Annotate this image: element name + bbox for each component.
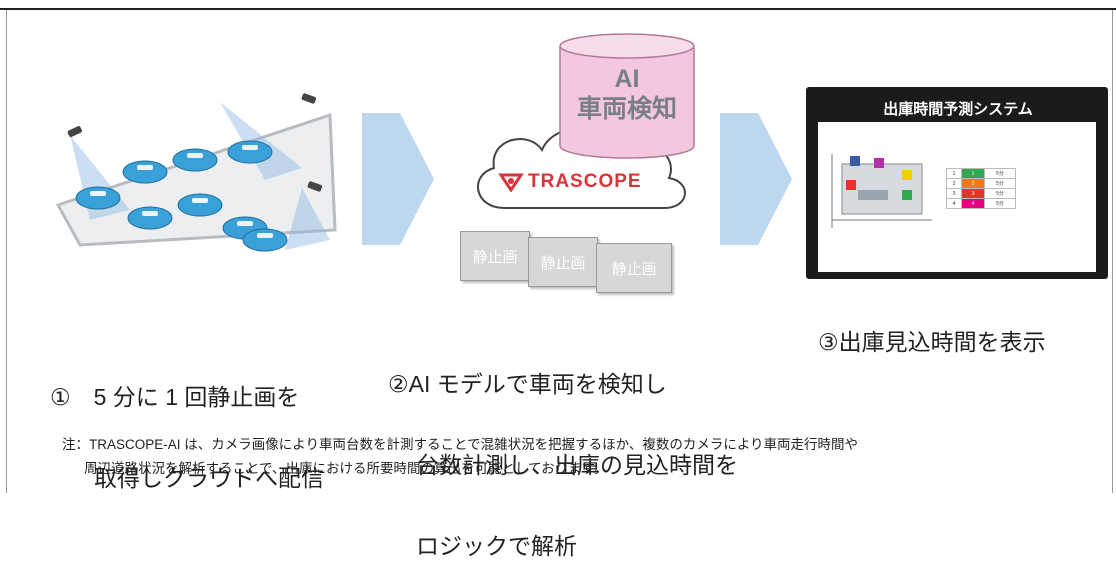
still-image-3: 静止画 [596,243,672,293]
step1-label: ① 5 分に 1 回静止画を 取得しクラウドへ配信 [50,330,324,519]
arrow-2 [720,113,792,245]
camera-icons [67,93,323,192]
step2-line2: 台数計測し、出庫の見込時間を [416,452,738,478]
row-level: 2 [971,180,975,187]
left-rule [6,10,7,493]
row-number: 4 [952,200,956,207]
table-row: 3 3 5分 [946,188,1016,199]
step1-line1: ① 5 分に 1 回静止画を [50,384,300,410]
row-time: 5分 [996,171,1004,177]
row-level: 1 [971,170,975,177]
database-label: AI 車両検知 [558,64,696,124]
parking-lot-illustration [55,93,337,252]
monitor-title: 出庫時間予測システム [822,98,1094,122]
step2-line3: ロジックで解析 [416,533,577,559]
row-time: 5分 [996,201,1004,207]
arrow-1 [362,113,434,245]
row-number: 1 [952,170,956,177]
step2-line1: ②AI モデルで車両を検知し [388,371,667,397]
car-windows [90,145,273,238]
note-line1: 注：TRASCOPE-AI は、カメラ画像により車両台数を計測することで混雑状況… [62,437,859,452]
still-image-1: 静止画 [460,231,530,281]
top-rule [0,8,1116,10]
wait-time-table: 1 1 5分 2 2 5分 3 3 5分 4 4 5分 [946,168,1016,209]
step1-line2: 取得しクラウドへ配信 [94,465,324,491]
table-row: 1 1 5分 [946,168,1016,179]
step3-label: ③出庫見込時間を表示 [818,329,1046,355]
trascope-logo: TRASCOPE [498,171,642,193]
row-number: 2 [952,180,956,187]
trascope-logo-text: TRASCOPE [528,171,642,192]
row-time: 5分 [996,181,1004,187]
row-level: 4 [971,200,975,207]
table-row: 4 4 5分 [946,198,1016,209]
car-icons [75,140,288,252]
trascope-logo-icon [498,173,524,192]
row-level: 3 [971,190,975,197]
database-icon [559,33,695,159]
row-number: 3 [952,190,956,197]
row-time: 5分 [996,191,1004,197]
parking-map [831,154,932,228]
note-line2: 周辺道路状況を解析することで、出庫における所要時間の算出を可能としております。 [84,461,608,476]
table-row: 2 2 5分 [946,178,1016,189]
database-label-line2: 車両検知 [576,95,677,123]
database-label-line1: AI [614,65,640,93]
right-rule [1112,10,1113,493]
still-image-2: 静止画 [528,237,598,287]
